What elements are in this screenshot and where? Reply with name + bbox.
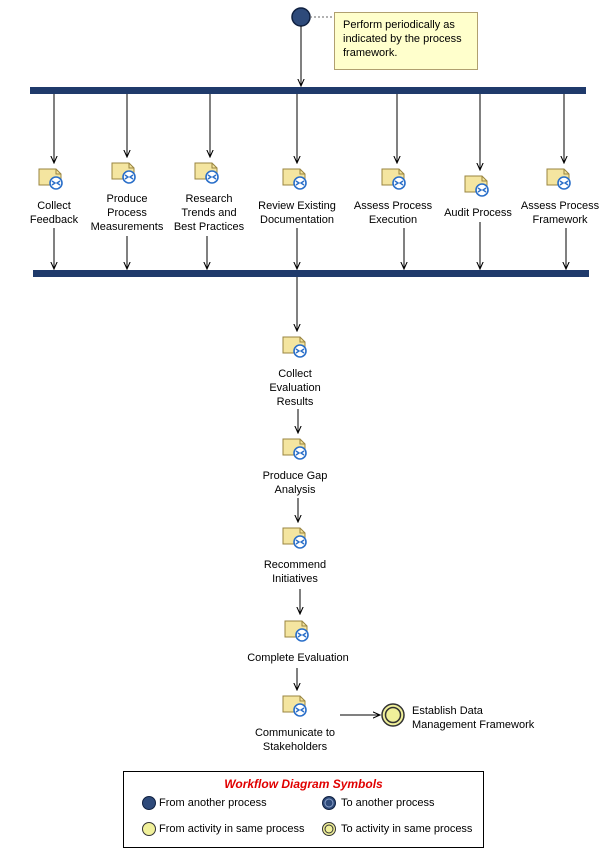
research-trends-icon [194,162,219,184]
communicate-icon [282,695,307,717]
legend-title: Workflow Diagram Symbols [224,777,383,791]
fork-bar [30,87,586,94]
from-activity-symbol [142,822,156,836]
legend-from-activity: From activity in same process [159,823,305,835]
legend-to-activity: To activity in same process [341,823,473,835]
recommend-initiatives-icon [282,527,307,549]
from-another-process-symbol [142,796,156,810]
legend-symbols [142,796,336,836]
activity-communicate: Communicate to Stakeholders [254,727,336,753]
start-event [291,7,311,27]
activity-review-documentation: Review Existing Documentation [258,200,336,226]
legend: Workflow Diagram Symbols From another pr… [123,771,484,848]
activity-assess-framework: Assess Process Framework [520,200,600,226]
assess-execution-icon [381,168,406,190]
activity-produce-measurements: Produce Process Measurements [90,193,164,233]
legend-to-another: To another process [341,797,435,809]
activity-recommend-initiatives: Recommend Initiatives [263,559,327,585]
review-documentation-icon [282,168,307,190]
activity-collect-results: Collect Evaluation Results [269,368,321,408]
activity-collect-feedback: Collect Feedback [29,200,79,226]
assess-framework-icon [546,168,571,190]
complete-evaluation-icon [284,620,309,642]
activity-gap-analysis: Produce Gap Analysis [262,470,328,496]
end-event-label: Establish Data Management Framework [412,705,535,731]
join-bar [33,270,589,277]
produce-measurements-icon [111,162,136,184]
collect-results-icon [282,336,307,358]
activity-assess-execution: Assess Process Execution [353,200,433,226]
activity-research-trends: Research Trends and Best Practices [173,193,245,233]
to-another-process-symbol [322,796,336,810]
activity-audit-process: Audit Process [444,207,512,219]
legend-from-another: From another process [159,797,267,809]
collect-feedback-icon [38,168,63,190]
audit-process-icon [464,175,489,197]
process-note: Perform periodically as indicated by the… [334,12,478,70]
gap-analysis-icon [282,438,307,460]
activity-complete-evaluation: Complete Evaluation [247,652,349,664]
